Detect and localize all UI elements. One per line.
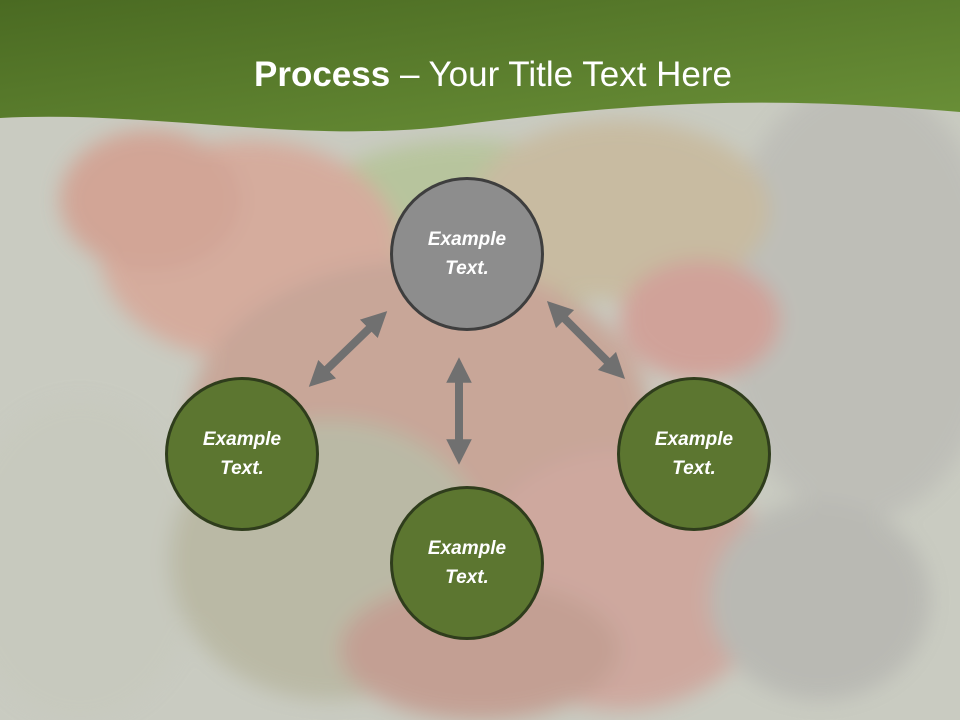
right-node: Example Text. [617, 377, 771, 531]
right-diagonal-arrow [546, 300, 626, 380]
node-text-line2: Text. [672, 458, 716, 479]
node-text-line2: Text. [220, 458, 264, 479]
node-text-line2: Text. [445, 258, 489, 279]
left-diagonal-arrow [308, 311, 388, 387]
top-node: Example Text. [390, 177, 544, 331]
node-text-line2: Text. [445, 567, 489, 588]
slide-title: Process – Your Title Text Here [0, 52, 960, 98]
title-banner [0, 0, 960, 132]
node-text-line1: Example [427, 229, 507, 250]
left-node: Example Text. [165, 377, 319, 531]
node-text-line1: Example [202, 429, 282, 450]
node-text-line1: Example [654, 429, 734, 450]
title-rest: – Your Title Text Here [390, 55, 732, 94]
bottom-node: Example Text. [390, 486, 544, 640]
title-bold: Process [254, 55, 391, 94]
node-text-line1: Example [427, 538, 507, 559]
